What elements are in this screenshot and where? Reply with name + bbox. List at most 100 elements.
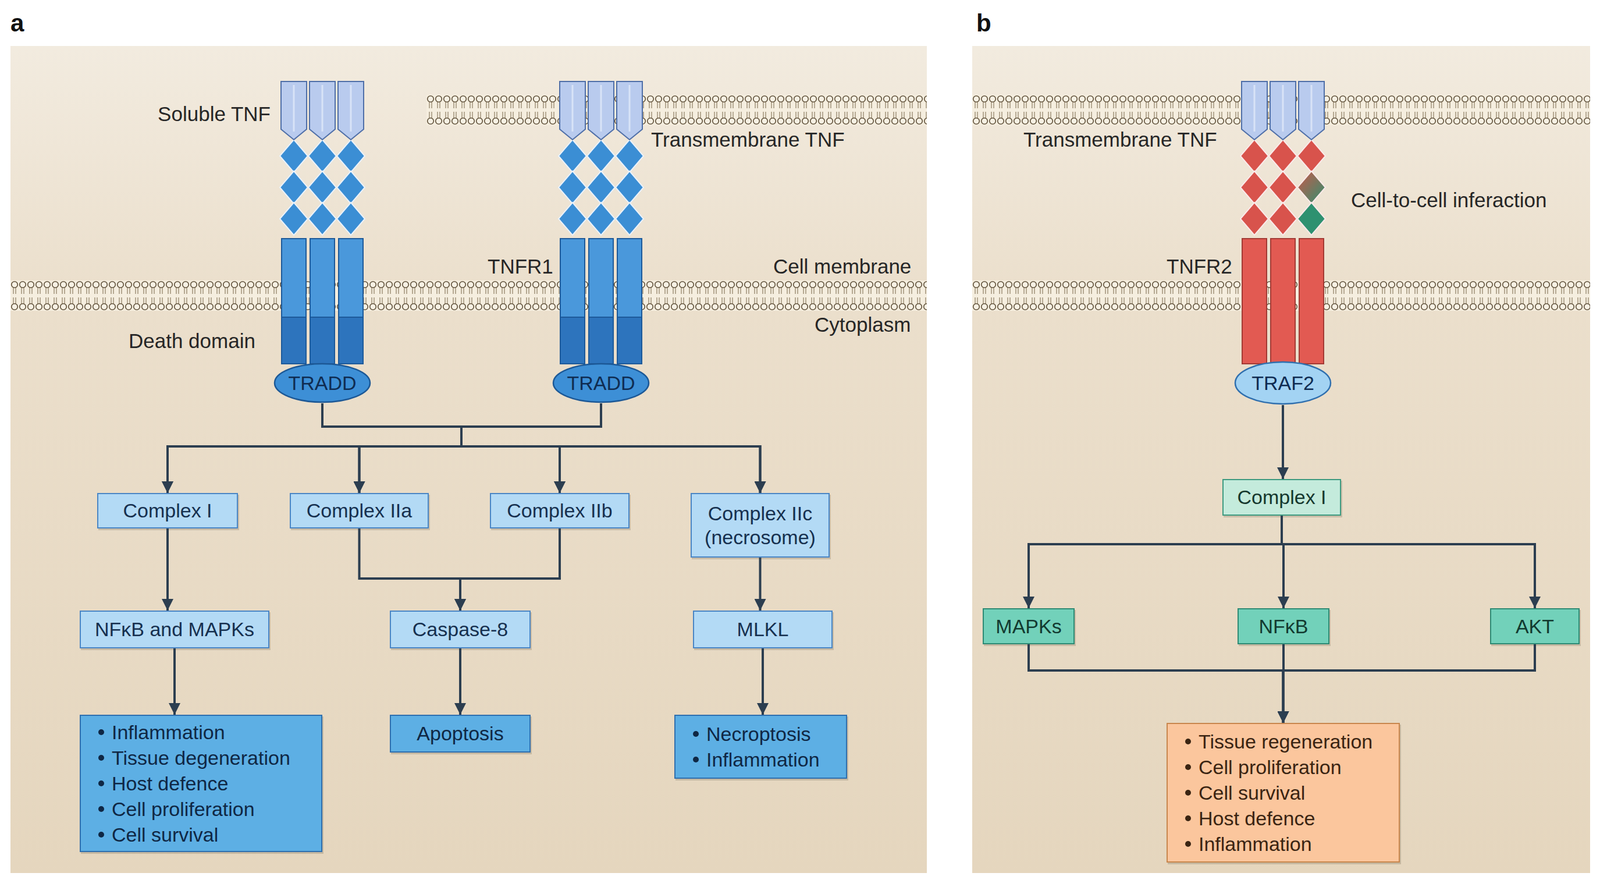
node-text: Host defence — [111, 771, 229, 796]
node-text: MLKL — [737, 617, 789, 642]
arrow-connector — [322, 403, 761, 493]
pathway-box: AKT — [1490, 608, 1580, 645]
bullet-dot — [98, 754, 105, 761]
arrow-connector — [461, 403, 602, 493]
node-text: NFκB — [1259, 614, 1309, 639]
structure-label: Soluble TNF — [157, 102, 271, 126]
bullet-row: Cell survival — [98, 821, 219, 848]
receptor-symbol — [1242, 238, 1324, 364]
node-text: Tissue regeneration — [1198, 729, 1373, 754]
bullet-dot — [692, 730, 699, 737]
bullet-row: Cell proliferation — [1185, 754, 1342, 780]
adaptor-ellipse: TRADD — [552, 362, 650, 404]
structure-label: Transmembrane TNF — [1023, 128, 1218, 152]
arrow-connector — [167, 403, 602, 493]
ligand-domains — [1240, 139, 1326, 236]
arrow-connector — [1028, 515, 1282, 608]
arrow-connector — [1281, 515, 1535, 608]
bullet-row: Inflammation — [98, 719, 226, 745]
structure-label: Death domain — [128, 329, 256, 353]
process-box: Caspase-8 — [389, 610, 531, 649]
arrow-connector — [167, 403, 462, 493]
bullet-row: Tissue regeneration — [1185, 728, 1373, 755]
structure-label: TNFR2 — [1166, 254, 1233, 279]
node-text: Caspase-8 — [412, 617, 508, 642]
ligand-domains — [279, 139, 365, 236]
structure-label: Cytoplasm — [814, 313, 911, 337]
arrow-connector — [1283, 644, 1536, 723]
bullet-dot — [98, 831, 105, 838]
node-text: Host defence — [1198, 806, 1315, 831]
process-box: MLKL — [692, 610, 833, 649]
node-text: Complex IIb — [506, 498, 613, 523]
structure-label: Transmembrane TNF — [651, 128, 845, 152]
ellipse-shape — [1235, 361, 1331, 404]
receptor-symbol — [281, 238, 364, 364]
node-text: Cell proliferation — [111, 797, 255, 821]
pathway-box: NFκB — [1237, 608, 1330, 645]
process-box: Complex I — [97, 492, 238, 529]
panel-letter: b — [976, 9, 992, 38]
bullet-row: Cell proliferation — [98, 795, 255, 822]
node-text: Complex I — [1236, 485, 1326, 510]
node-text: Complex IIa — [306, 498, 412, 523]
node-text: Tissue degeneration — [111, 745, 291, 770]
arrow-connector — [359, 403, 602, 493]
tnf-trimer — [281, 81, 364, 140]
arrow-connector — [322, 403, 462, 493]
bullet-dot — [1185, 789, 1191, 796]
node-text: NFκB and MAPKs — [94, 617, 255, 642]
receptor-symbol — [560, 238, 642, 364]
node-text: AKT — [1515, 614, 1555, 639]
arrow-connector — [359, 528, 461, 611]
process-box: NFκB and MAPKs — [79, 610, 270, 649]
bullet-row: Tissue degeneration — [98, 744, 291, 771]
arrow-connector — [173, 648, 176, 715]
arrow-connector — [1281, 404, 1285, 479]
outcome-box: Tissue regenerationCell proliferationCel… — [1166, 722, 1400, 863]
panel-background — [10, 45, 927, 873]
node-text: TRADD — [566, 371, 635, 396]
process-box: Complex IIc (necrosome) — [690, 492, 830, 558]
pathway-box: MAPKs — [982, 608, 1075, 645]
bullet-dot — [98, 805, 105, 812]
bullet-dot — [1185, 840, 1191, 847]
node-text: Apoptosis — [416, 721, 504, 746]
bullet-dot — [98, 780, 105, 787]
arrow-connector — [460, 528, 560, 611]
structure-label: Cell membrane — [773, 254, 912, 279]
arrow-connector — [1282, 644, 1286, 723]
arrow-connector — [1281, 515, 1284, 608]
node-text: TRAF2 — [1251, 371, 1315, 396]
tnf-trimer — [559, 81, 643, 140]
outcome-box: NecroptosisInflammation — [674, 714, 848, 779]
node-text: Necroptosis — [706, 722, 812, 746]
node-text: Inflammation — [1198, 832, 1312, 856]
ellipse-shape — [553, 363, 649, 403]
node-text: Cell survival — [1198, 780, 1306, 805]
arrow-connector — [322, 403, 560, 493]
node-text: Inflammation — [706, 747, 820, 772]
process-box: Complex IIa — [289, 492, 429, 529]
panel-background — [972, 45, 1591, 873]
bullet-dot — [1185, 738, 1191, 745]
arrow-connector — [1028, 644, 1284, 723]
node-text: TRADD — [288, 371, 357, 396]
process-box: Complex I — [1222, 478, 1342, 516]
structure-label: TNFR1 — [487, 254, 554, 279]
bullet-row: Necroptosis — [692, 720, 812, 747]
ellipse-shape — [274, 363, 371, 403]
arrow-connector — [759, 557, 762, 611]
bullet-row: Host defence — [98, 770, 229, 796]
arrow-connector — [461, 403, 761, 493]
bullet-row: Host defence — [1185, 805, 1315, 831]
structure-label: Cell-to-cell inferaction — [1350, 188, 1548, 212]
bullet-dot — [1185, 815, 1191, 821]
node-text: Cell survival — [111, 822, 219, 847]
bullet-dot — [1185, 763, 1191, 770]
bullet-row: Inflammation — [692, 746, 820, 773]
node-text: Cell proliferation — [1198, 755, 1342, 780]
outcome-box: Apoptosis — [389, 714, 531, 753]
